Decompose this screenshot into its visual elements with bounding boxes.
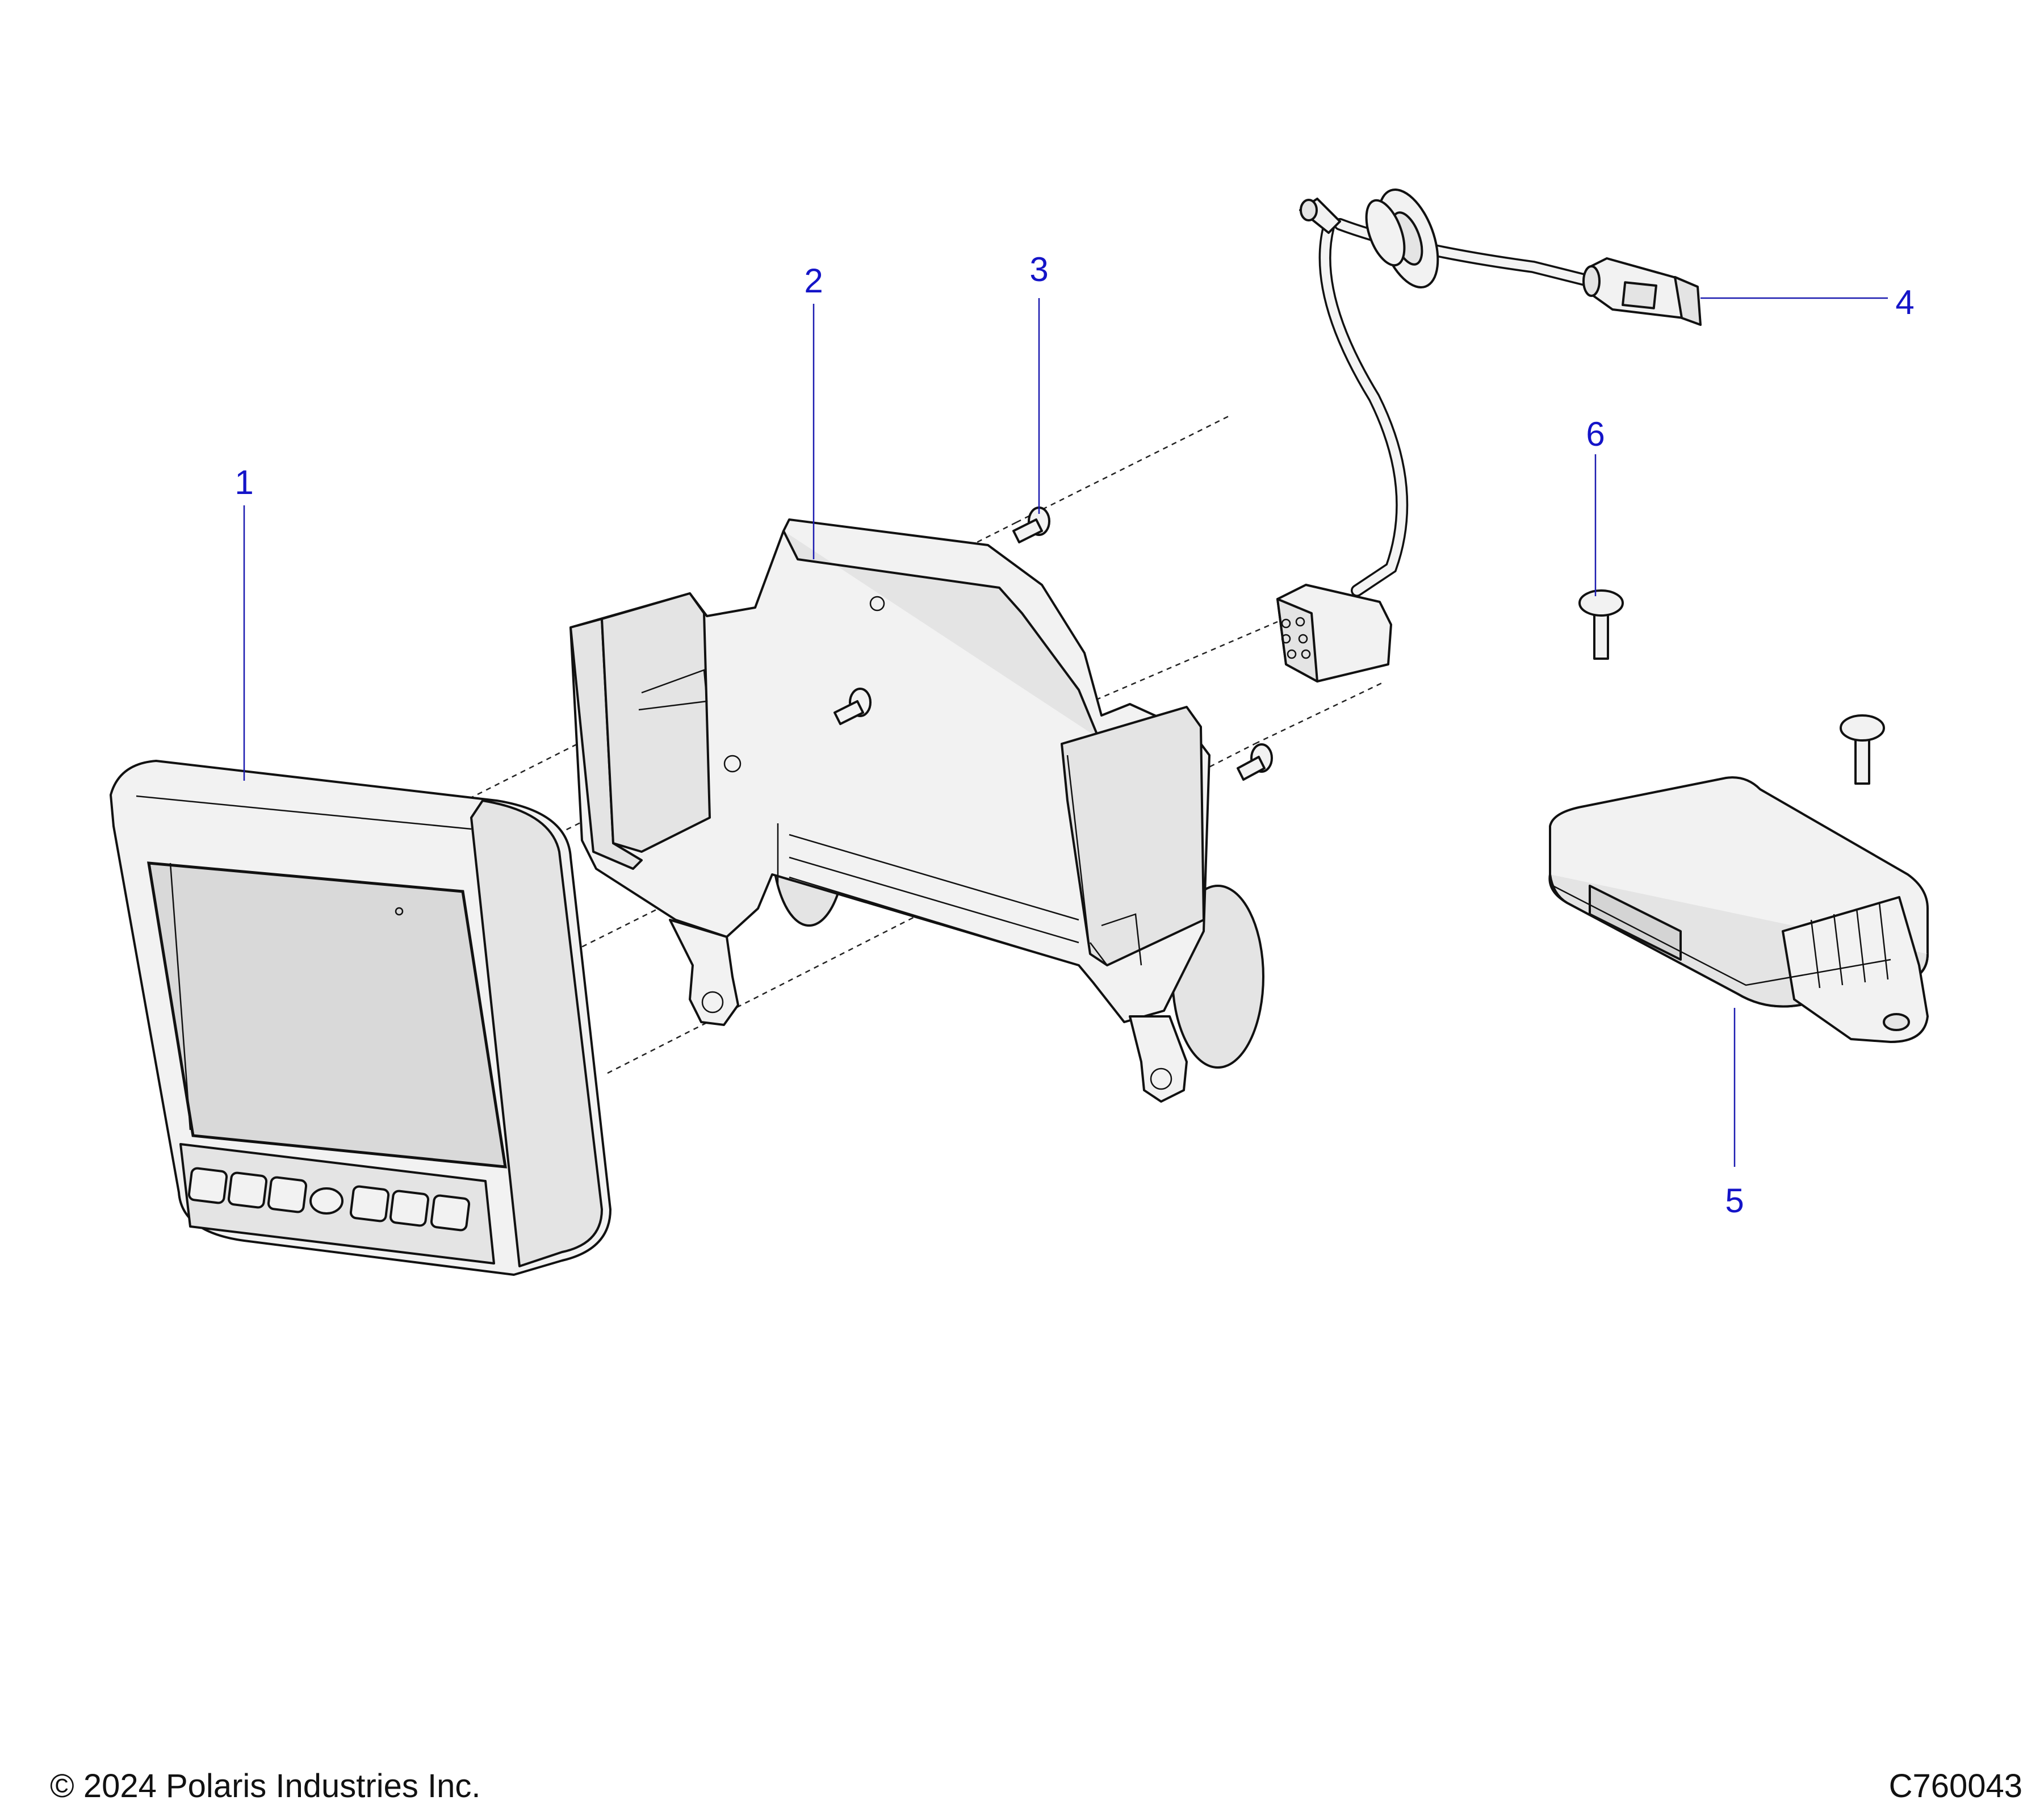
grommet [1365,189,1439,288]
control-module [1548,776,1929,1043]
callout-1: 1 [234,463,253,501]
callout-3: 3 [1029,250,1048,288]
harness-connector-end [1582,257,1702,326]
harness-clip [1299,198,1341,234]
copyright-notice: © 2024 Polaris Industries Inc. [50,1768,481,1805]
callout-4: 4 [1895,283,1914,321]
drawing-number: C760043 [1888,1768,2022,1805]
bracket-screws [833,506,1273,781]
display-buttons [187,1167,471,1232]
wiring-harness [1276,189,1702,683]
mounting-bracket [569,518,1264,1103]
display-unit [110,760,611,1276]
module-screws [1578,589,1885,785]
callout-2: 2 [804,262,823,300]
callout-6: 6 [1586,415,1605,453]
callout-leaders [243,297,1888,1167]
callout-5: 5 [1725,1182,1744,1220]
display-connector [1276,584,1392,683]
callout-labels: 1 2 3 4 5 6 [234,250,1914,1220]
